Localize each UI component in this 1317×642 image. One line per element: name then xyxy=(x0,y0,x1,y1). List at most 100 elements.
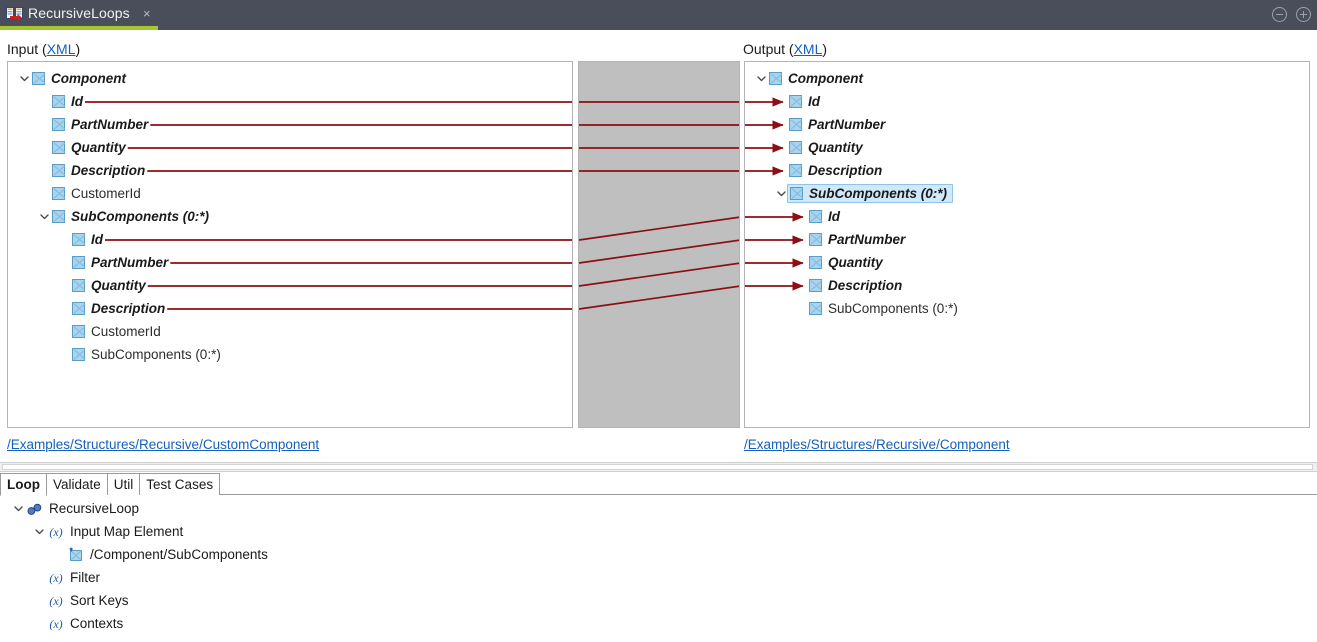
input-structure-path-link[interactable]: /Examples/Structures/Recursive/CustomCom… xyxy=(7,437,320,452)
input-panel-label: Input (XML) xyxy=(7,41,80,57)
tree-row[interactable]: SubComponents (0:*) xyxy=(8,343,572,366)
tree-row[interactable]: CustomerId xyxy=(8,320,572,343)
node-content: Description xyxy=(72,301,165,316)
xml-element-icon xyxy=(72,302,85,315)
mapping-document-icon xyxy=(6,7,23,23)
tree-row[interactable]: Component xyxy=(8,67,572,90)
tree-row[interactable]: SubComponents (0:*) xyxy=(8,205,572,228)
twisty-spacer xyxy=(793,251,809,274)
tree-row-label: Description xyxy=(71,163,146,178)
close-icon[interactable]: × xyxy=(143,6,151,21)
tree-row-label: SubComponents (0:*) xyxy=(71,209,209,224)
maximize-icon[interactable] xyxy=(1296,7,1311,22)
horizontal-splitter[interactable] xyxy=(0,462,1317,472)
xml-element-icon xyxy=(72,348,85,361)
indent-spacer xyxy=(745,147,773,148)
tab-loop[interactable]: Loop xyxy=(0,473,47,496)
tree-row[interactable]: SubComponents (0:*) xyxy=(745,182,1309,205)
twisty-spacer xyxy=(56,297,72,320)
twisty-spacer xyxy=(31,566,47,589)
indent-spacer xyxy=(8,193,36,194)
twisty-spacer xyxy=(793,274,809,297)
loop-tree-row-label: Contexts xyxy=(70,616,124,631)
twisty-spacer xyxy=(36,90,52,113)
tree-row[interactable]: Id xyxy=(8,228,572,251)
tree-row[interactable]: Quantity xyxy=(745,136,1309,159)
xml-element-icon xyxy=(790,187,803,200)
tree-row[interactable]: Description xyxy=(745,274,1309,297)
input-xml-link[interactable]: XML xyxy=(46,41,76,57)
loop-properties-tree[interactable]: RecursiveLoop(x)Input Map Element/Compon… xyxy=(0,497,1317,642)
tree-row[interactable]: PartNumber xyxy=(745,228,1309,251)
twisty-spacer xyxy=(36,182,52,205)
chevron-down-icon[interactable] xyxy=(773,182,789,205)
tree-row[interactable]: Description xyxy=(745,159,1309,182)
loop-tree-row[interactable]: RecursiveLoop xyxy=(10,497,139,520)
tree-row[interactable]: Id xyxy=(745,90,1309,113)
loop-tree-row[interactable]: (x)Sort Keys xyxy=(31,589,128,612)
tree-row[interactable]: SubComponents (0:*) xyxy=(745,297,1309,320)
chevron-down-icon[interactable] xyxy=(16,67,32,90)
tree-row[interactable]: Quantity xyxy=(8,274,572,297)
tree-row-label: PartNumber xyxy=(91,255,169,270)
chevron-down-icon[interactable] xyxy=(10,497,26,520)
splitter-thumb[interactable] xyxy=(2,464,1313,470)
title-bar: RecursiveLoops × xyxy=(0,0,1317,30)
tab-test-cases[interactable]: Test Cases xyxy=(139,473,221,495)
tree-row[interactable]: Component xyxy=(745,67,1309,90)
tree-row-label: Quantity xyxy=(91,278,146,293)
node-content: SubComponents (0:*) xyxy=(52,209,209,224)
node-content: Quantity xyxy=(72,278,146,293)
tree-row[interactable]: Quantity xyxy=(745,251,1309,274)
twisty-spacer xyxy=(36,136,52,159)
tree-row[interactable]: PartNumber xyxy=(8,113,572,136)
editor-tab-recursiveloops[interactable]: RecursiveLoops × xyxy=(0,0,158,30)
loop-tree-row[interactable]: /Component/SubComponents xyxy=(52,543,268,566)
node-content: Quantity xyxy=(52,140,126,155)
tree-row-label: PartNumber xyxy=(828,232,906,247)
xml-element-icon xyxy=(809,279,822,292)
output-structure-path-link[interactable]: /Examples/Structures/Recursive/Component xyxy=(744,437,1010,452)
tree-row[interactable]: Description xyxy=(8,159,572,182)
node-content: PartNumber xyxy=(52,117,148,132)
loop-tree-row[interactable]: (x)Input Map Element xyxy=(31,520,183,543)
tab-util[interactable]: Util xyxy=(106,473,141,495)
twisty-spacer xyxy=(773,113,789,136)
indent-spacer xyxy=(8,78,16,79)
tree-row[interactable]: Id xyxy=(8,90,572,113)
tree-row[interactable]: CustomerId xyxy=(8,182,572,205)
tree-row-label: Id xyxy=(91,232,103,247)
xml-element-icon xyxy=(52,118,65,131)
tree-row-label: CustomerId xyxy=(71,186,141,201)
twisty-spacer xyxy=(31,612,47,635)
twisty-spacer xyxy=(773,159,789,182)
xml-element-icon xyxy=(789,141,802,154)
minimize-icon[interactable] xyxy=(1272,7,1287,22)
chevron-down-icon[interactable] xyxy=(753,67,769,90)
tree-row[interactable]: Description xyxy=(8,297,572,320)
loop-tree-row[interactable]: (x)Filter xyxy=(31,566,100,589)
xml-element-icon xyxy=(809,210,822,223)
indent-spacer xyxy=(745,170,773,171)
node-content: PartNumber xyxy=(72,255,168,270)
tree-row[interactable]: Id xyxy=(745,205,1309,228)
mapping-canvas[interactable] xyxy=(578,61,740,428)
tree-row[interactable]: Quantity xyxy=(8,136,572,159)
tree-row-label: Quantity xyxy=(828,255,883,270)
tab-validate[interactable]: Validate xyxy=(46,473,108,495)
xml-element-icon xyxy=(52,164,65,177)
xml-element-icon xyxy=(72,256,85,269)
tree-row[interactable]: PartNumber xyxy=(8,251,572,274)
loop-tree-row[interactable]: (x)Contexts xyxy=(31,612,123,635)
indent-spacer xyxy=(745,308,793,309)
tree-row[interactable]: PartNumber xyxy=(745,113,1309,136)
chevron-down-icon[interactable] xyxy=(36,205,52,228)
indent-spacer xyxy=(8,354,56,355)
chevron-down-icon[interactable] xyxy=(31,520,47,543)
output-xml-link[interactable]: XML xyxy=(793,41,823,57)
indent-spacer xyxy=(8,101,36,102)
node-content: Description xyxy=(789,163,882,178)
xml-element-icon xyxy=(52,187,65,200)
